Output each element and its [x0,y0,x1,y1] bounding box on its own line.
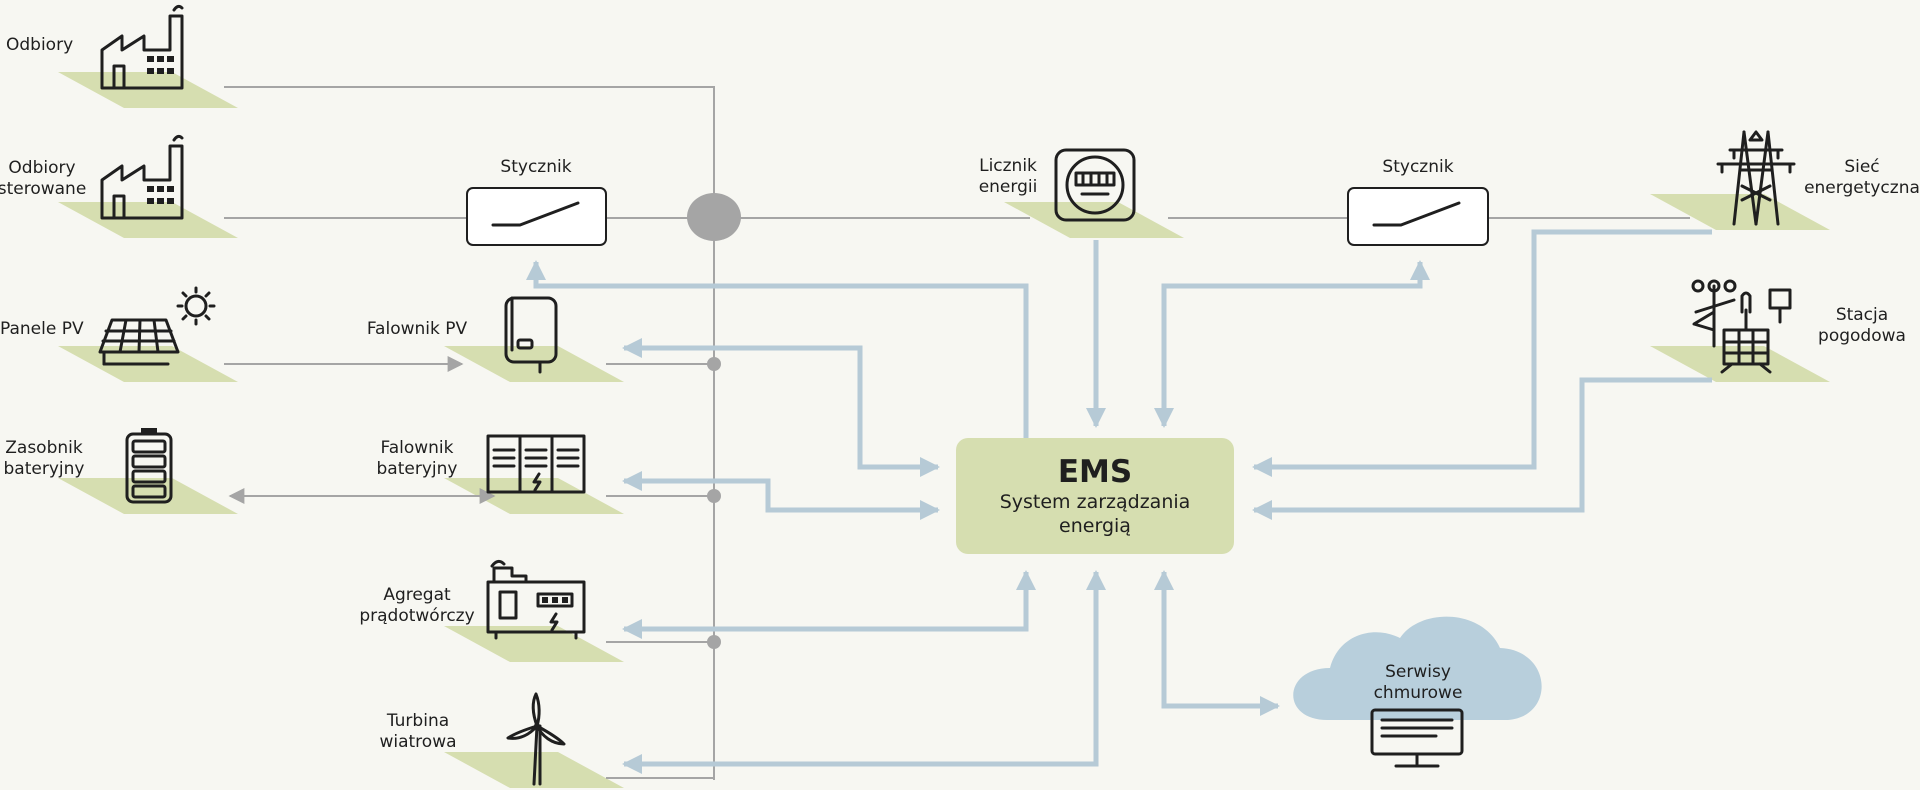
label-agregat-1: Agregat [383,585,451,605]
label-odbiory: Odbiory [6,35,73,55]
plate-odbiory [58,72,238,108]
signal-cloud [1154,570,1280,716]
battery-icon [125,428,173,504]
label-turbina-1: Turbina [386,711,449,731]
signal-turbina [622,570,1106,774]
labels: Odbiory Odbiory sterowane Panele PV Zaso… [0,35,1920,752]
signal-stacja [1252,377,1712,520]
battery-inverter-icon [486,434,586,494]
power-pylon-icon [1716,130,1796,226]
label-stycznik-left: Stycznik [500,157,571,177]
solar-panel-icon [98,286,216,366]
generator-icon [486,559,586,640]
ems-box: EMS System zarządzania energią [956,438,1234,554]
label-panele-pv: Panele PV [0,319,84,339]
plate-falownik-pv [444,346,624,382]
label-falownik-pv: Falownik PV [367,319,468,339]
label-siec-1: Sieć [1844,157,1879,177]
signal-falownik-bat [622,471,940,520]
ems-title: EMS [1058,454,1132,490]
plate-siec [1650,194,1830,230]
ems-subtitle-line-2: energią [1059,515,1131,537]
stycznik-left [466,187,607,246]
signal-stycznik-right [1154,260,1430,428]
monitor-icon [1370,708,1464,768]
label-zasobnik-1: Zasobnik [5,438,83,458]
energy-meter-icon [1054,148,1136,222]
label-cloud-2: chmurowe [1374,683,1463,703]
label-odbiory-sterowane-1: Odbiory [8,158,75,178]
wind-turbine-icon [506,692,566,786]
junction-dot [707,635,721,649]
ems-subtitle-line-1: System zarządzania [1000,491,1191,513]
label-stacja-2: pogodowa [1818,326,1906,346]
signal-stycznik-left [526,260,1029,438]
stycznik-right [1347,187,1489,246]
label-licznik-1: Licznik [979,156,1037,176]
pv-inverter-icon [504,296,558,374]
cloud-icon [1293,616,1542,721]
label-falownik-bat-2: bateryjny [377,459,458,479]
plate-agregat [444,626,624,662]
bus-line [224,86,715,780]
label-siec-2: energetyczna [1804,178,1920,198]
label-turbina-2: wiatrowa [379,732,456,752]
junction-dot [707,357,721,371]
label-cloud-1: Serwisy [1385,662,1451,682]
ground-plates [58,72,1830,788]
plate-odbiory-sterowane [58,202,238,238]
label-zasobnik-2: bateryjny [4,459,85,479]
factory-icon [100,4,184,90]
signal-lines [526,229,1712,774]
label-stacja-1: Stacja [1836,305,1888,325]
label-agregat-2: prądotwórczy [359,606,474,626]
label-odbiory-sterowane-2: sterowane [0,179,86,199]
factory-icon [100,134,184,220]
bus-junction [687,193,741,241]
signal-falownik-pv [622,338,940,477]
label-falownik-bat-1: Falownik [380,438,453,458]
label-licznik-2: energii [979,177,1038,197]
signal-siec [1252,229,1712,477]
signal-agregat [622,570,1036,639]
label-stycznik-right: Stycznik [1382,157,1453,177]
weather-station-icon [1691,279,1792,374]
junction-dot [707,489,721,503]
